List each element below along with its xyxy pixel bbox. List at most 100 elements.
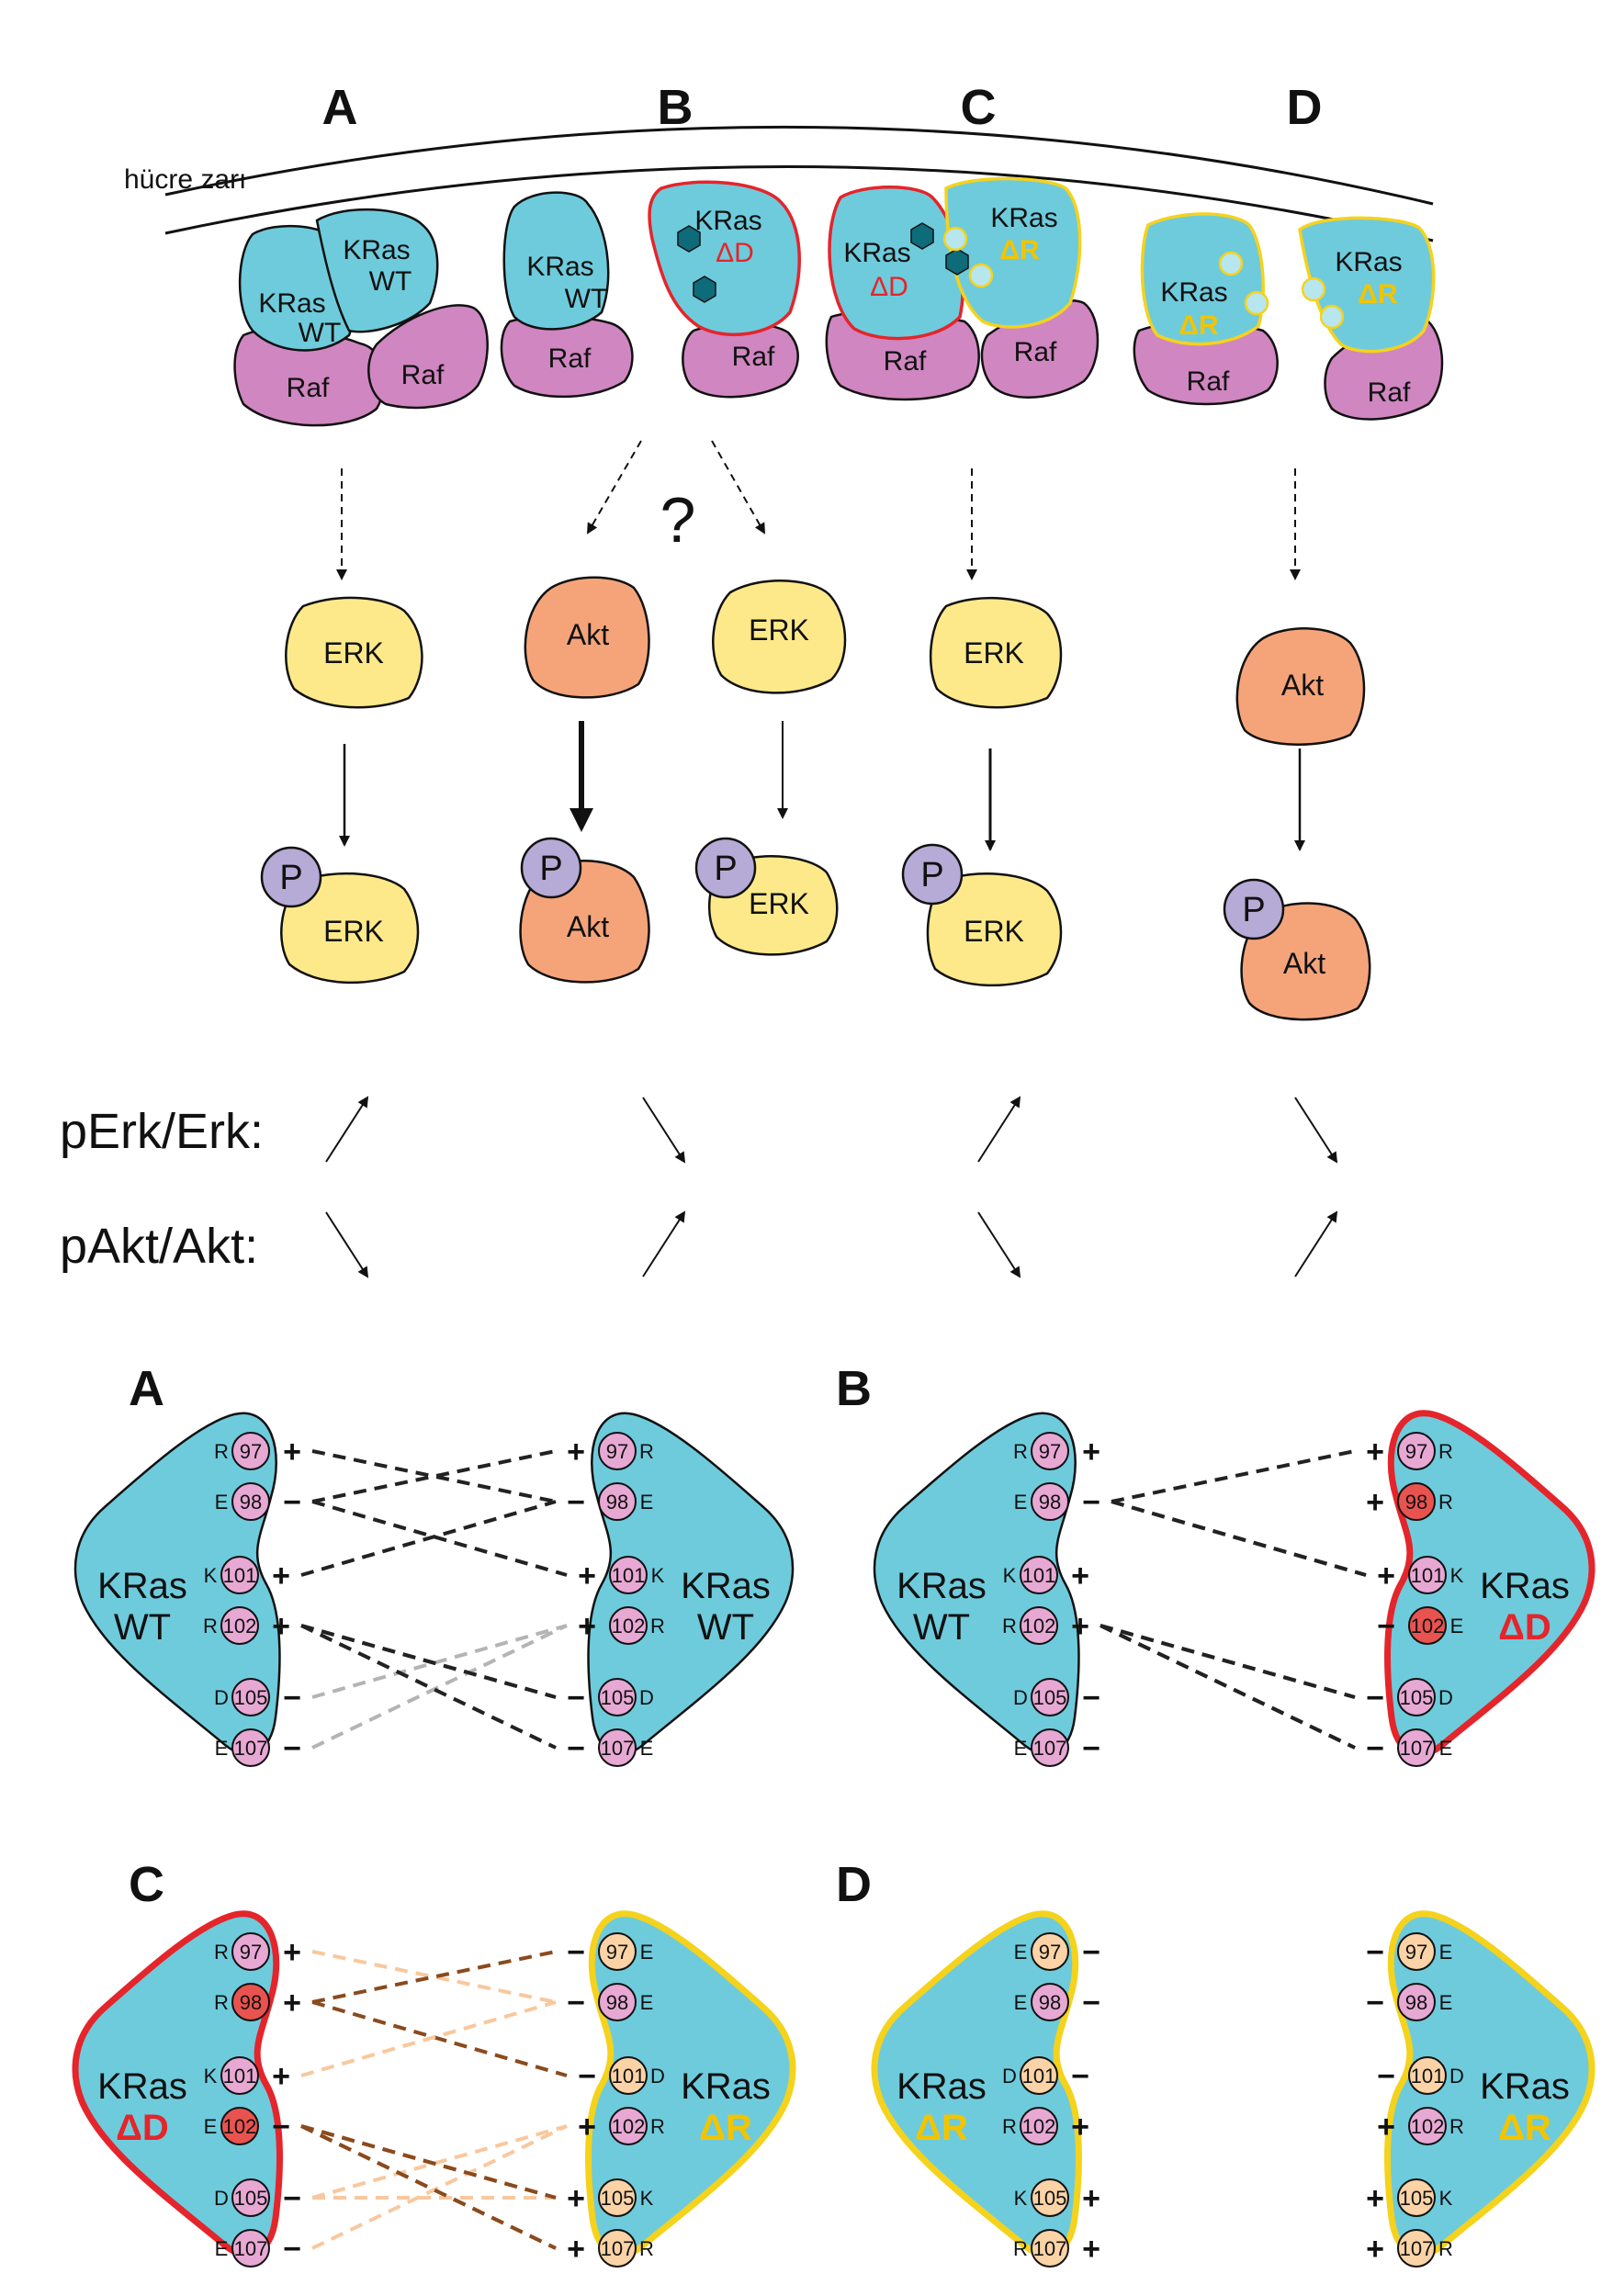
kras-variant: WT xyxy=(114,1607,171,1648)
residue-number: 107 xyxy=(601,2237,635,2260)
kras-sub: ΔR xyxy=(999,235,1040,265)
kinases-row: ERK Akt ERK ERK Akt xyxy=(285,576,1366,746)
bottom-panel-letter-b: B xyxy=(836,1361,872,1416)
erk-label: ERK xyxy=(749,887,809,920)
residue-letter: E xyxy=(204,2115,218,2138)
charge-sign: − xyxy=(283,2181,301,2216)
charge-sign: − xyxy=(1377,1609,1395,1644)
raf-label: Raf xyxy=(1014,337,1057,367)
erk-label: ERK xyxy=(323,915,384,948)
residue-circle xyxy=(598,1983,637,2021)
bottom-panels: KRasWT97R+98E−101K+102R+105D−107E−KRasWT… xyxy=(72,1410,1596,2268)
residue-letter: R xyxy=(1002,2115,1017,2138)
ratio-arrows xyxy=(325,1096,1338,1278)
circle-marker xyxy=(1301,276,1326,302)
charge-sign: − xyxy=(578,2059,596,2094)
residue-letter: E xyxy=(640,1991,654,2014)
residue: 97E− xyxy=(1014,1932,1100,1971)
residue-number: 98 xyxy=(606,1491,628,1514)
erk-label: ERK xyxy=(749,613,809,647)
kras-name: KRas xyxy=(1480,2066,1570,2107)
kras-sub: WT xyxy=(369,266,412,297)
residue-number: 98 xyxy=(240,1491,262,1514)
residue-letter: E xyxy=(640,1941,654,1964)
charge-sign: + xyxy=(567,2181,585,2216)
kras-sub: ΔR xyxy=(1179,310,1219,341)
charge-sign: − xyxy=(567,1935,585,1970)
residue-letter: D xyxy=(1013,1686,1028,1709)
residue-circle xyxy=(231,1983,270,2021)
membrane-label: hücre zarı xyxy=(124,164,246,195)
residue-number: 102 xyxy=(612,1615,646,1638)
hex-marker xyxy=(945,248,969,276)
residue-circle xyxy=(220,2107,259,2145)
residue-number: 97 xyxy=(240,1440,262,1463)
residue-number: 107 xyxy=(234,2237,268,2260)
residue-circle xyxy=(1020,2107,1058,2145)
raf-label: Raf xyxy=(287,373,330,403)
residue: 97R+ xyxy=(214,1432,301,1470)
residue-circle xyxy=(1397,2229,1436,2268)
kras-variant: ΔR xyxy=(1498,2108,1551,2148)
kras-name: KRas xyxy=(897,1566,987,1606)
kras-name: KRas xyxy=(1480,1566,1570,1606)
residue-circle xyxy=(231,1482,270,1521)
residue-circle xyxy=(1031,1932,1069,1971)
residue-letter: K xyxy=(1003,1564,1017,1587)
interaction-line xyxy=(311,1500,568,1577)
residue-circle xyxy=(1031,1728,1069,1767)
charge-sign: + xyxy=(1366,1435,1384,1469)
kras-label: KRas xyxy=(343,235,410,265)
hex-marker xyxy=(677,225,701,253)
kras-variant: ΔD xyxy=(116,2108,169,2148)
kras-shape xyxy=(944,176,1082,329)
akt-shape xyxy=(524,576,650,699)
charge-sign: + xyxy=(283,1935,301,1970)
erk-label: ERK xyxy=(964,915,1024,948)
circle-marker xyxy=(968,263,994,288)
residue-letter: R xyxy=(1002,1615,1017,1638)
residue-circle xyxy=(1020,1606,1058,1645)
residue-circle xyxy=(1408,1606,1447,1645)
residue-number: 97 xyxy=(1405,1941,1427,1964)
residue-circle xyxy=(598,1728,637,1767)
kras-name: KRas xyxy=(97,1566,187,1606)
charge-sign: + xyxy=(1071,2110,1089,2144)
residue-number: 102 xyxy=(1022,2115,1056,2138)
residue-number: 98 xyxy=(240,1991,262,2014)
residue-circle xyxy=(220,2056,259,2095)
interaction-line xyxy=(311,1624,568,1699)
kras-label: KRas xyxy=(1160,277,1227,308)
question-mark: ? xyxy=(660,484,696,556)
kras-label: KRas xyxy=(526,252,593,282)
dimer-b: KRas WT KRas ΔD Raf Raf xyxy=(500,180,801,399)
raf-label: Raf xyxy=(548,343,592,374)
kras-sub: ΔD xyxy=(870,272,908,302)
charge-sign: + xyxy=(578,1609,596,1644)
residue-letter: E xyxy=(1014,1941,1028,1964)
residue-circle xyxy=(1397,1678,1436,1716)
residue-number: 107 xyxy=(1033,1737,1067,1760)
residue-circle xyxy=(1397,1432,1436,1470)
raf-label: Raf xyxy=(1368,377,1411,408)
interaction-line xyxy=(1111,1449,1356,1503)
erk-shape xyxy=(929,596,1063,709)
residue-letter: K xyxy=(640,2187,654,2210)
residue-letter: R xyxy=(1438,1440,1453,1463)
residue-letter: D xyxy=(1438,1686,1453,1709)
raf-label: Raf xyxy=(401,360,445,390)
residue-number: 101 xyxy=(612,2065,646,2088)
charge-sign: − xyxy=(1082,1485,1100,1520)
dimer-a: KRas WT KRas WT Raf Raf xyxy=(233,208,489,427)
residue-letter: D xyxy=(1002,2065,1017,2088)
charge-sign: − xyxy=(1366,1731,1384,1766)
akt-label: Akt xyxy=(1281,669,1324,702)
